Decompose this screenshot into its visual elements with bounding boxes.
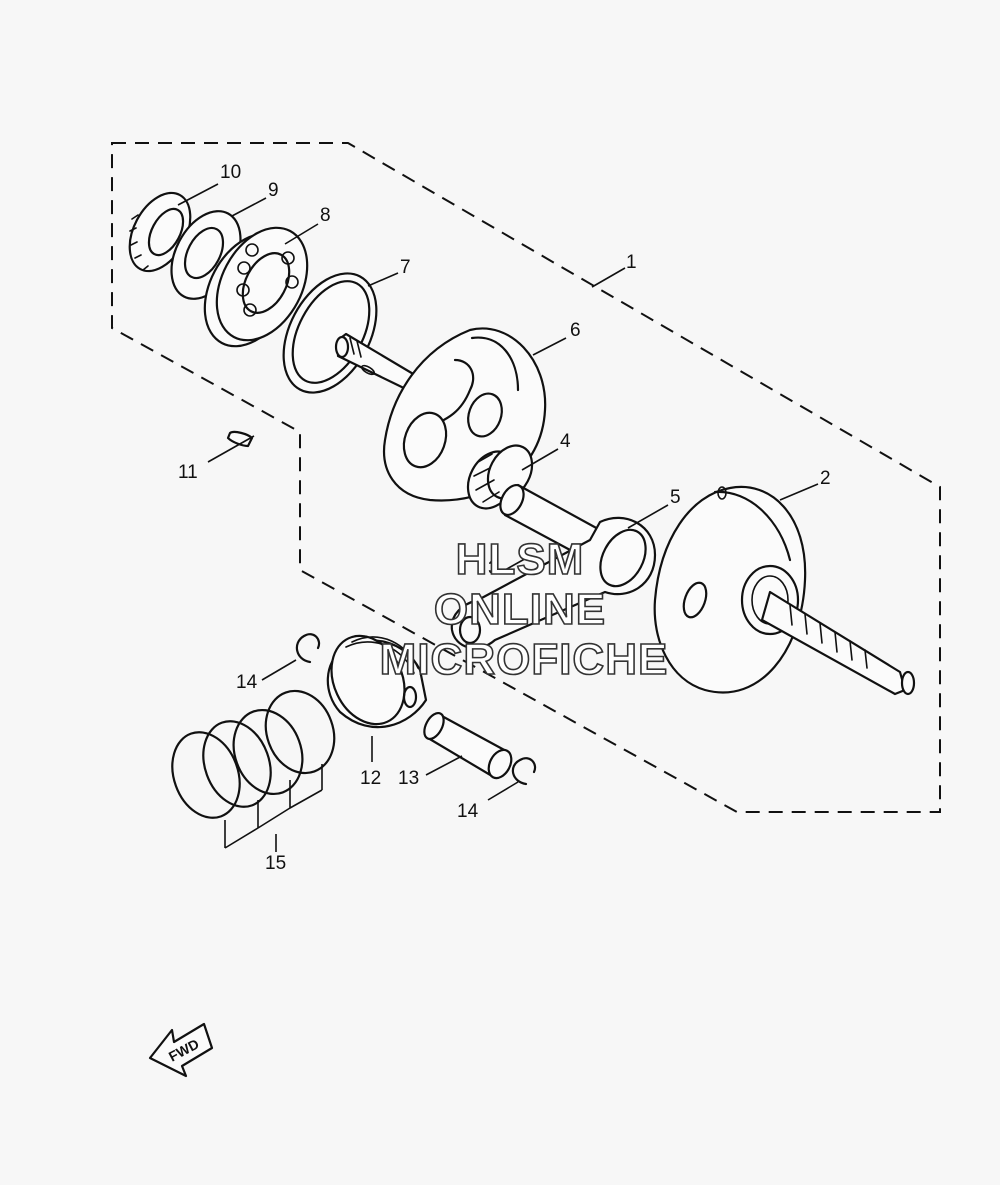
- part-14-circlip-b: [511, 757, 537, 786]
- label-11: 11: [178, 462, 198, 483]
- label-14-a: 14: [236, 672, 258, 693]
- part-2-crank-right: [653, 485, 916, 696]
- label-6: 6: [570, 320, 581, 341]
- label-14-b: 14: [457, 801, 479, 822]
- watermark-line-2: ONLINE: [434, 585, 606, 634]
- part-15-piston-rings: [171, 689, 336, 819]
- part-14-circlip-a: [295, 633, 321, 664]
- part-13-piston-pin: [423, 711, 513, 780]
- label-2: 2: [820, 468, 831, 489]
- fwd-arrow-icon: FWD: [148, 1022, 214, 1078]
- part-5-connecting-rod: [450, 516, 657, 650]
- label-9: 9: [268, 180, 279, 201]
- label-15: 15: [265, 853, 286, 874]
- label-1: 1: [626, 252, 637, 273]
- part-labels: 1 2 3 4 5 6 7 8 9 10 11 12 13 14 14 15: [178, 162, 831, 874]
- part-8-bearing: [203, 226, 309, 348]
- assembly-boundary: [111, 142, 941, 813]
- label-8: 8: [320, 205, 331, 226]
- watermark: HLSM ONLINE MICROFICHE: [379, 534, 669, 685]
- label-5: 5: [670, 487, 681, 508]
- part-11-key: [226, 430, 254, 448]
- part-12-piston: [326, 634, 428, 729]
- label-3: 3: [488, 558, 499, 579]
- leader-lines: [177, 183, 819, 852]
- label-10: 10: [220, 162, 241, 183]
- watermark-line-1: HLSM: [456, 535, 585, 584]
- label-13: 13: [398, 768, 419, 789]
- label-4: 4: [560, 431, 571, 452]
- label-7: 7: [400, 257, 411, 278]
- label-12: 12: [360, 768, 381, 789]
- watermark-line-3: MICROFICHE: [380, 635, 669, 684]
